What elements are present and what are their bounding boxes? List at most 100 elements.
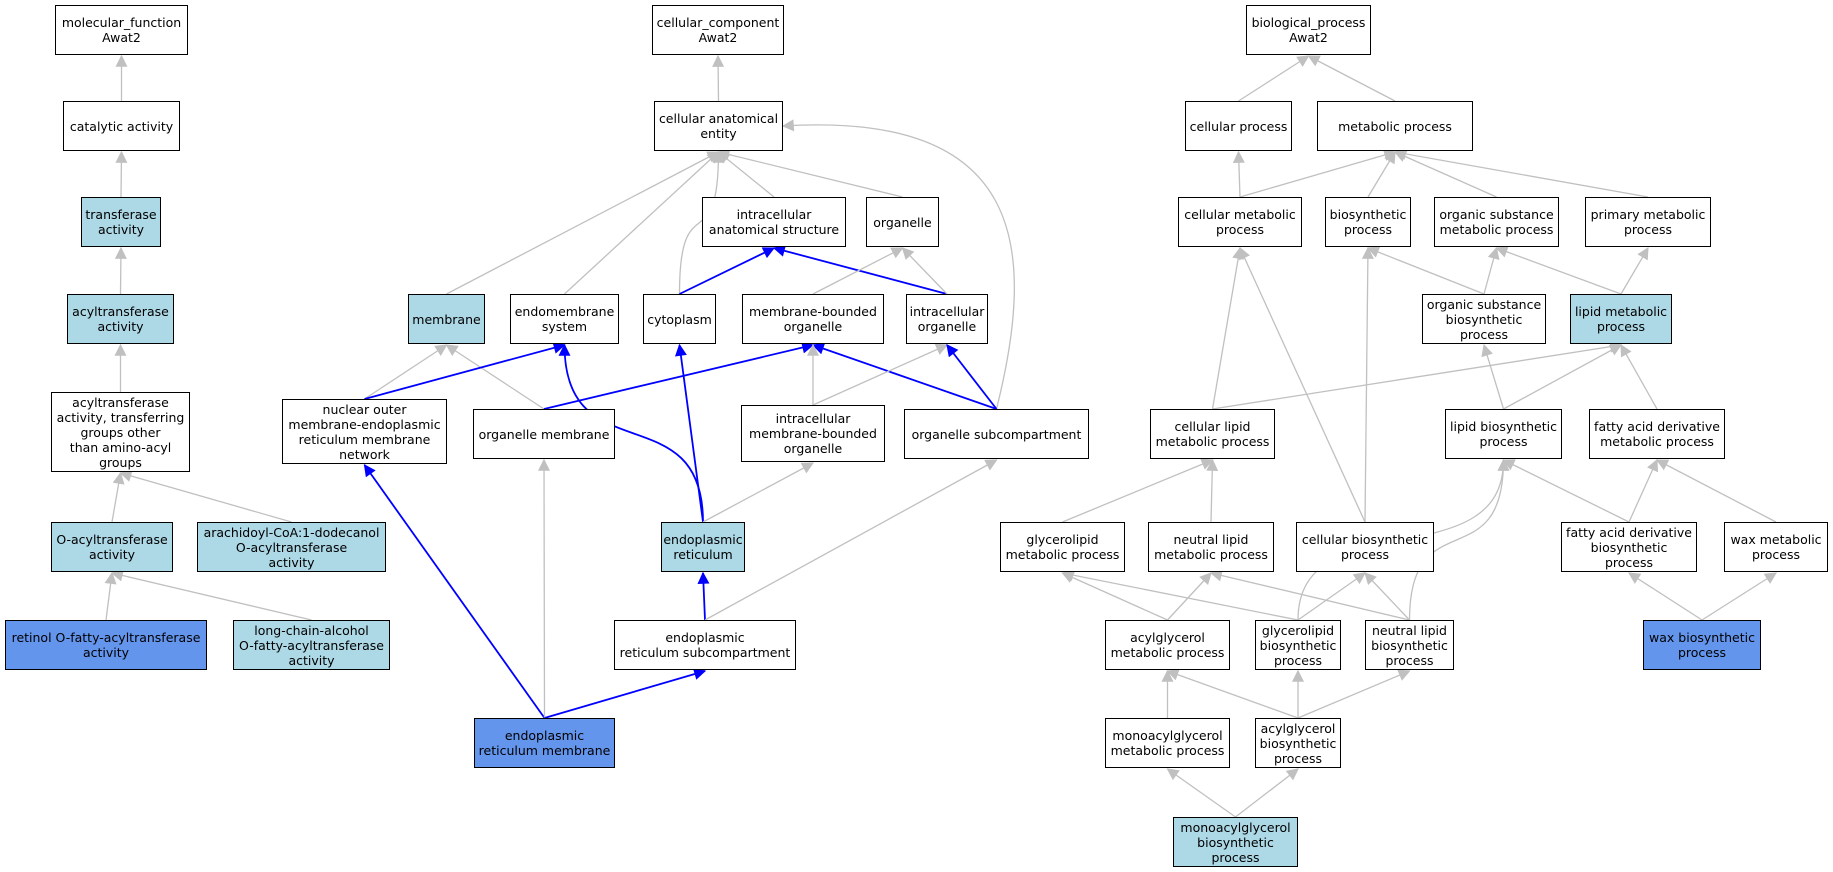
go-term-label-line: process xyxy=(1385,652,1434,668)
go-term-label-line: O-acyltransferase xyxy=(56,532,168,547)
go-term-label-line: activity xyxy=(288,652,335,668)
go-term-label-line: intracellular xyxy=(909,304,985,319)
go-term-label-line: reticulum membrane xyxy=(298,431,431,447)
go-term-label-line: intracellular xyxy=(736,207,812,222)
is-a-edge xyxy=(702,462,815,523)
is-a-edge xyxy=(1495,246,1622,295)
go-term-label-line: metabolic process xyxy=(1155,434,1270,449)
go-term-label-line: metabolic process xyxy=(1338,118,1452,134)
go-term-label-line: Awat2 xyxy=(1289,30,1328,45)
is-a-edge xyxy=(1481,343,1505,410)
go-term-label-line: process xyxy=(1623,222,1673,237)
is-a-edge xyxy=(1297,572,1366,621)
go-term-label-line: organelle xyxy=(873,214,932,230)
go-term-label-line: biosynthetic xyxy=(1590,539,1668,555)
go-term-label-line: activity xyxy=(268,554,315,570)
is-a-edge xyxy=(1239,246,1366,523)
is-a-edge xyxy=(119,470,292,523)
go-term-label-line: process xyxy=(1604,554,1654,570)
go-term-label-line: activity, transferring xyxy=(56,409,185,425)
go-term-label-line: biosynthetic xyxy=(1329,207,1407,222)
is-a-edge xyxy=(1206,458,1219,523)
go-term-label-line: metabolic process xyxy=(1110,743,1225,758)
is-a-edge xyxy=(1211,246,1245,410)
is-a-edge xyxy=(1366,246,1485,295)
go-term-label-line: organelle membrane xyxy=(478,426,610,442)
is-a-edge xyxy=(1297,669,1411,719)
go-term-label-line: biosynthetic xyxy=(1259,637,1337,653)
go-term-label-line: monoacylglycerol xyxy=(1112,728,1223,743)
is-a-edge xyxy=(115,150,128,198)
go-term-label-line: reticulum xyxy=(673,547,733,562)
is-a-edge xyxy=(1307,55,1396,102)
go-term-node: cytoplasm xyxy=(643,294,716,344)
highlighted-is-a-edge xyxy=(364,342,566,400)
highlighted-is-a-edge xyxy=(811,342,997,410)
is-a-edge xyxy=(1502,459,1630,523)
go-term-label-line: organelle xyxy=(783,319,843,334)
is-a-edge xyxy=(1483,246,1500,295)
go-term-label-line: acylglycerol xyxy=(1260,720,1336,736)
go-term-label-line: fatty acid derivative xyxy=(1594,419,1720,434)
highlighted-is-a-edge xyxy=(543,341,815,410)
go-term-label-line: cellular_component xyxy=(656,15,780,30)
go-term-label-line: biosynthetic xyxy=(1371,637,1448,653)
go-term-label-line: activity xyxy=(97,319,144,334)
go-term-label-line: neutral lipid xyxy=(1372,622,1447,638)
go-term-label-line: lipid biosynthetic xyxy=(1450,419,1557,434)
go-term-label-line: process xyxy=(1340,547,1390,562)
go-term-label-line: O-acyltransferase xyxy=(235,539,348,555)
go-term-label-line: organelle subcompartment xyxy=(911,426,1082,442)
go-term-label-line: long-chain-alcohol xyxy=(254,622,369,638)
go-term-node: cellular process xyxy=(1185,101,1292,151)
is-a-edge xyxy=(1238,55,1310,102)
go-term-label-line: cellular biosynthetic xyxy=(1301,532,1429,547)
go-term-label-line: molecular_function xyxy=(61,15,182,30)
is-a-edge xyxy=(1166,768,1236,818)
go-term-label-line: process xyxy=(1273,652,1323,668)
go-term-label-line: metabolic process xyxy=(1110,645,1225,660)
go-term-label-line: acyltransferase xyxy=(72,304,169,319)
go-term-label-line: biosynthetic xyxy=(1445,311,1523,327)
is-a-edge xyxy=(104,571,117,621)
go-term-node: organelle membrane xyxy=(473,409,615,459)
is-a-edge xyxy=(1166,669,1299,719)
go-term-label-line: activity xyxy=(88,547,136,562)
go-term-label-line: process xyxy=(1211,849,1260,865)
go-term-node: membrane xyxy=(408,294,485,344)
go-term-label-line: Awat2 xyxy=(698,30,738,45)
go-term-label-line: process xyxy=(1596,319,1646,334)
go-term-label-line: organelle xyxy=(917,319,977,334)
go-term-label-line: process xyxy=(1459,326,1509,342)
is-a-edge xyxy=(1364,572,1410,621)
go-term-label-line: arachidoyl-CoA:1-dodecanol xyxy=(203,524,380,540)
is-a-edge xyxy=(901,247,948,295)
is-a-edge xyxy=(1655,459,1777,523)
go-term-label-line: process xyxy=(1215,222,1265,237)
is-a-edge xyxy=(1061,569,1299,621)
go-term-label-line: process xyxy=(1751,547,1801,562)
is-a-edge xyxy=(1239,149,1397,198)
go-term-label-line: nuclear outer xyxy=(322,401,407,417)
go-term-label-line: process xyxy=(1343,222,1393,237)
is-a-edge xyxy=(812,343,949,406)
go-term-label-line: network xyxy=(339,446,390,462)
is-a-edge xyxy=(717,148,903,198)
